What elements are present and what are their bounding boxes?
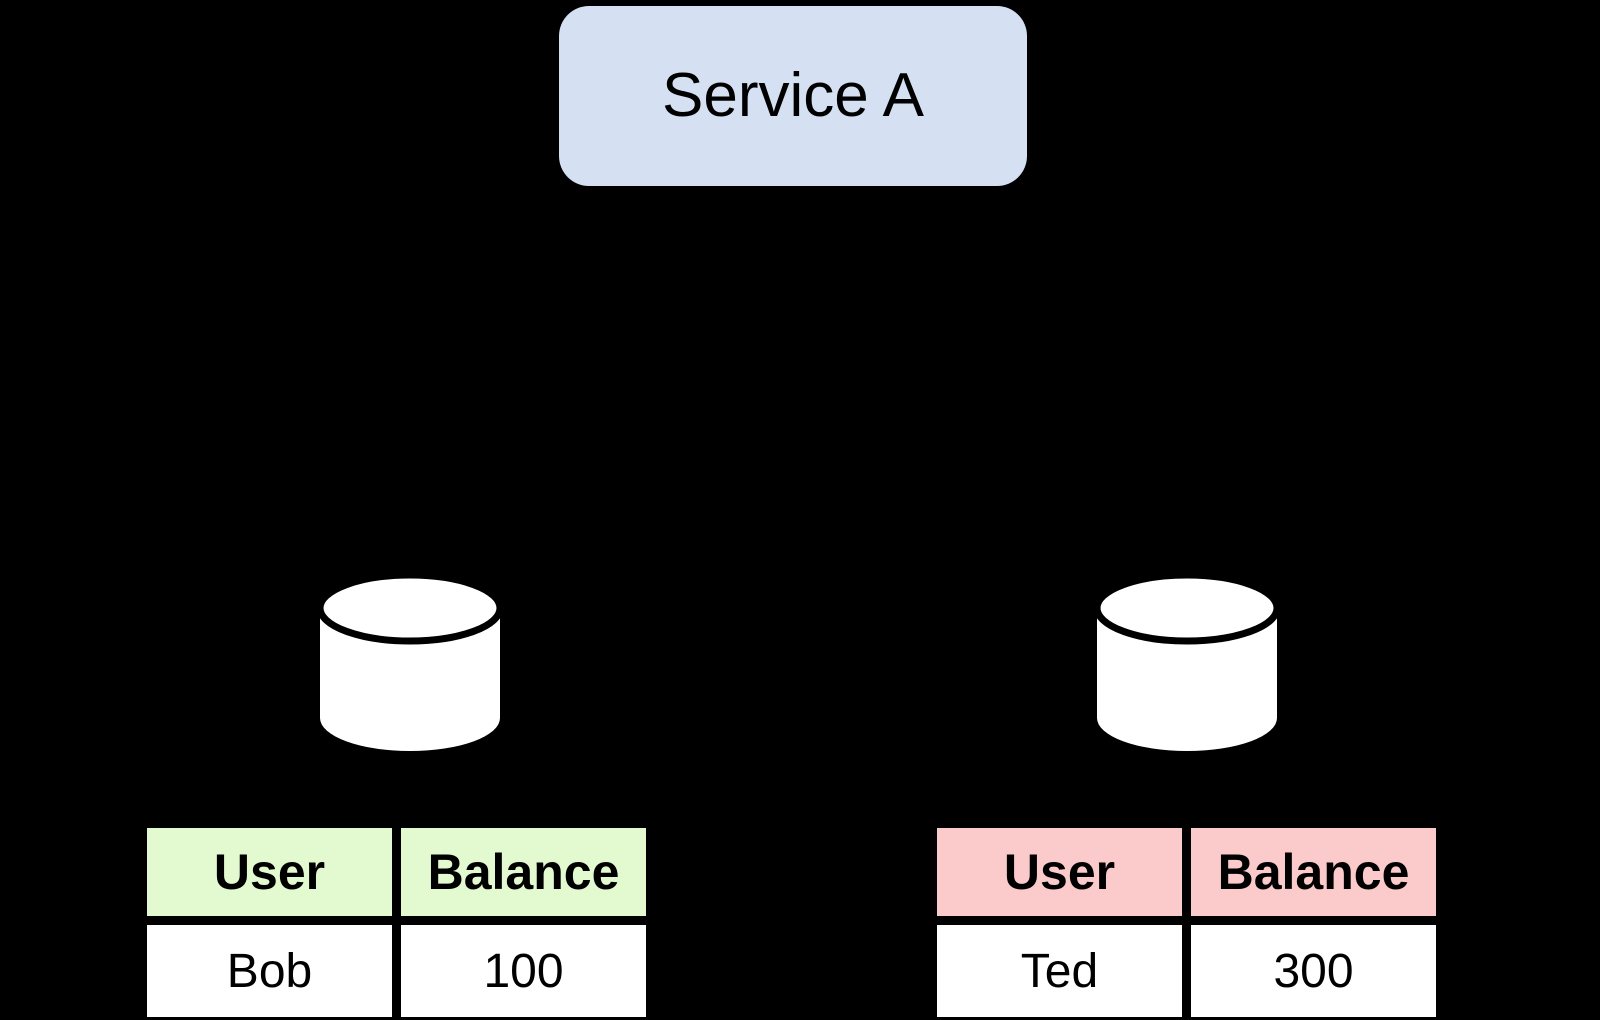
right-balance-table: User Balance Ted 300 bbox=[928, 819, 1445, 1020]
database-icon-left bbox=[316, 571, 504, 751]
service-a-node: Service A bbox=[559, 6, 1027, 186]
left-table-row: Bob 100 bbox=[138, 916, 655, 1020]
left-table-cell-user: Bob bbox=[138, 916, 401, 1020]
right-table-cell-user: Ted bbox=[928, 916, 1191, 1020]
left-table-header-row: User Balance bbox=[138, 819, 655, 925]
right-table-cell-balance: 300 bbox=[1182, 916, 1445, 1020]
left-table-header-balance: Balance bbox=[392, 819, 655, 925]
right-table-header-row: User Balance bbox=[928, 819, 1445, 925]
left-balance-table: User Balance Bob 100 bbox=[138, 819, 655, 1020]
left-table-header-user: User bbox=[138, 819, 401, 925]
left-table-cell-balance: 100 bbox=[392, 916, 655, 1020]
database-icon-right bbox=[1093, 571, 1281, 751]
right-table-header-balance: Balance bbox=[1182, 819, 1445, 925]
right-table-header-user: User bbox=[928, 819, 1191, 925]
service-a-label: Service A bbox=[662, 61, 924, 130]
right-table-row: Ted 300 bbox=[928, 916, 1445, 1020]
